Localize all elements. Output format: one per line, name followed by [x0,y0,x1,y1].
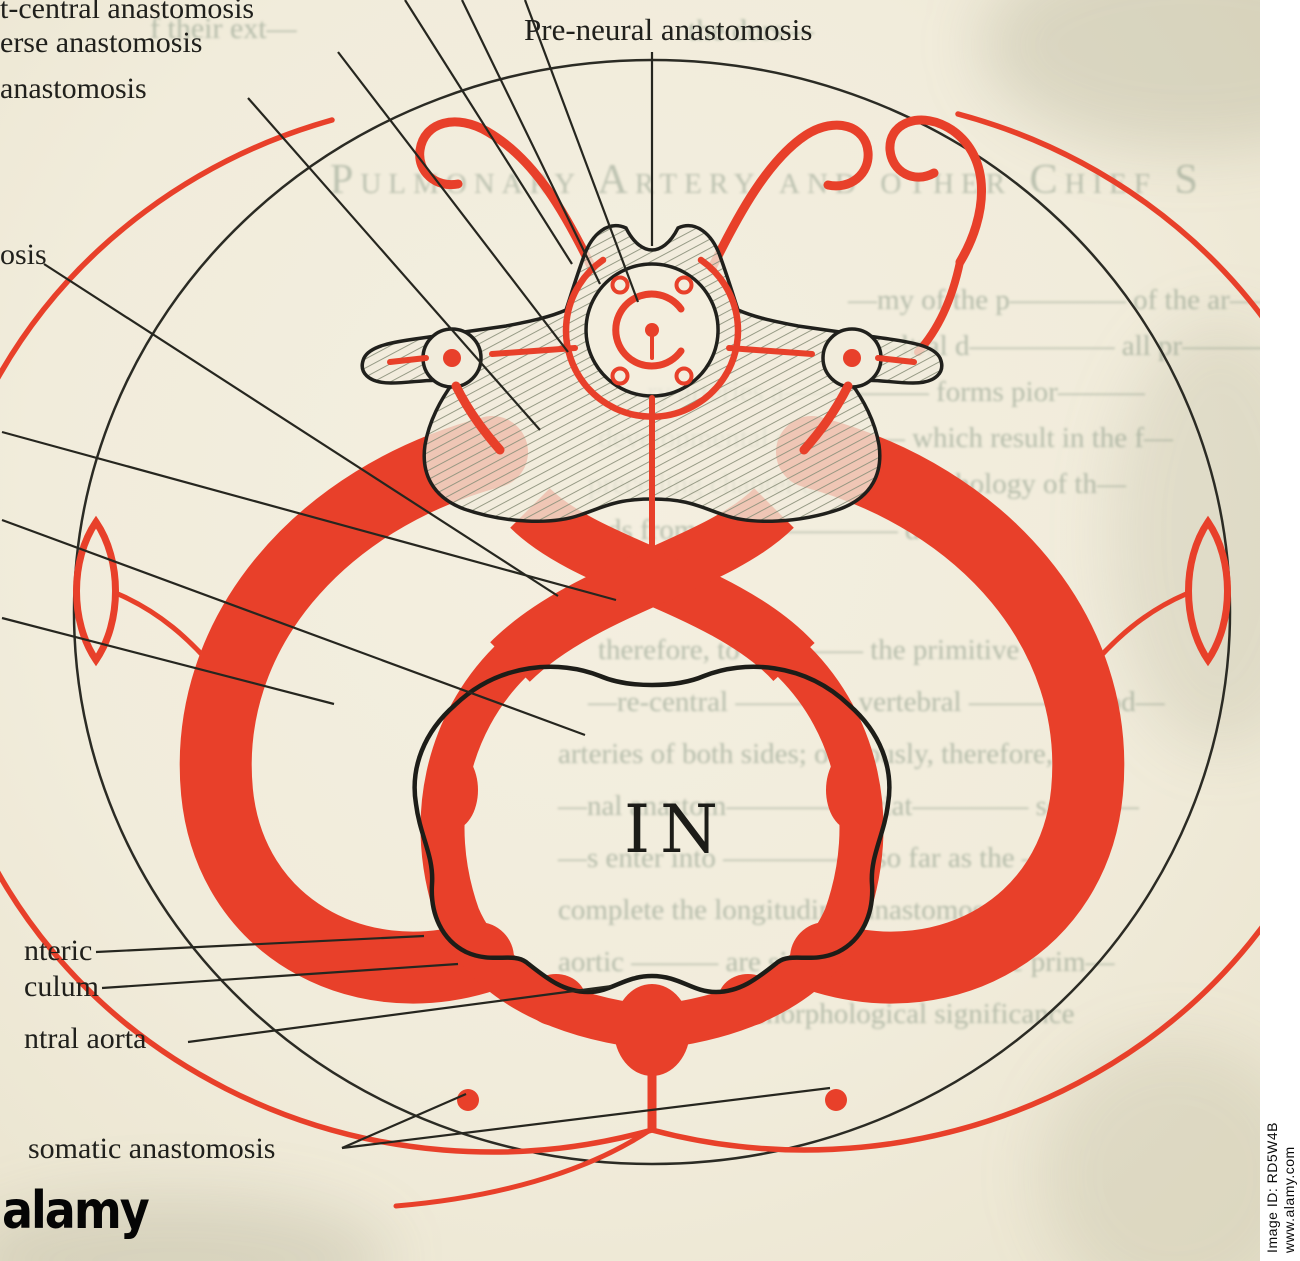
gut-outline [412,664,892,995]
alamy-side-strip: Image ID: RD5W4B www.alamy.com [1260,0,1300,1261]
center-label: IN [624,791,728,868]
label-pre-neural: Pre-neural anastomosis [524,12,813,47]
aortic-arch-left [179,416,528,1004]
arteries-deep [0,111,1300,1209]
label-somatic: somatic anastomosis [28,1132,276,1165]
alamy-strip-text: Image ID: RD5W4B www.alamy.com [1264,1122,1298,1253]
somatic-junction-left [457,1089,479,1111]
bleed-line: f their ext— [150,12,297,45]
dorsal-branch-right [707,120,873,273]
neural-ring-inner [612,290,685,370]
bleed-line: therefore, to ———— the primitive lat— [598,634,1085,666]
label-anastomosis: anastomosis [0,72,147,105]
label-mesenteric: nteric [24,934,93,967]
alamy-url: www.alamy.com [1281,1146,1297,1253]
label-osis: osis [0,238,47,271]
transverse-anastomosis-left [489,345,578,357]
lateral-vesicle-right [1185,515,1231,667]
intersegmental-right [799,381,853,455]
ventral-aorta-bulge [614,984,690,1076]
alamy-image-id: Image ID: RD5W4B [1264,1122,1280,1253]
aortic-arch-right [776,416,1125,1004]
bleed-line: —s enter into ————— so far as the — [558,842,1051,874]
somatic-junction-right [825,1089,847,1111]
somatic-vessel-left [0,117,655,1155]
intersegmental-left [451,381,505,455]
label-post-central: t-central anastomosis [0,0,255,25]
transverse-anastomosis-right [726,345,815,357]
dorsal-branch-left [415,117,597,273]
label-ventral-aorta: ntral aorta [24,1022,147,1055]
bleed-line: the dors— [688,14,814,47]
somatic-vessel-right [649,111,1300,1153]
bleed-line: complete the longitudinal anastomoses, [558,894,1016,926]
label-tuberculum: culum [24,970,99,1003]
dorsal-curl-far-right [885,115,986,267]
bleed-line: —my of the p———— of the ar——— [848,284,1300,316]
label-leader-lines [1,0,831,1150]
alamy-logo: alamy [2,1180,150,1241]
label-transverse: erse anastomosis [0,26,203,59]
arteries-superficial [387,256,917,559]
perineural-ring [562,256,742,420]
lateral-vesicle-left [73,515,119,667]
